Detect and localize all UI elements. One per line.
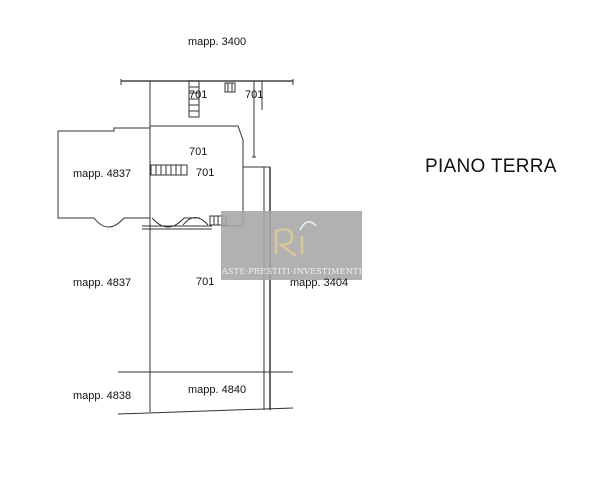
logo-icon	[274, 221, 317, 257]
watermark-box	[221, 211, 362, 280]
label-mapp-4837-mid: mapp. 4837	[73, 277, 131, 289]
labels: mapp. 3400 701 701 701 701 mapp. 4837 ma…	[73, 36, 557, 402]
label-mapp-4840: mapp. 4840	[188, 384, 246, 396]
label-701-a: 701	[189, 89, 207, 101]
building-outline	[57, 125, 244, 230]
label-701-c: 701	[189, 146, 207, 158]
label-701-b: 701	[245, 89, 263, 101]
watermark-text: ASTE·PRESTITI·INVESTIMENTI	[221, 267, 362, 276]
label-mapp-3400: mapp. 3400	[188, 36, 246, 48]
label-mapp-3404: mapp. 3404	[290, 277, 348, 289]
watermark: ASTE·PRESTITI·INVESTIMENTI	[221, 211, 362, 280]
floor-title: PIANO TERRA	[425, 156, 557, 177]
label-701-e: 701	[196, 276, 214, 288]
lot-lines	[149, 81, 271, 412]
lower-boundaries	[117, 371, 294, 415]
top-stair	[188, 80, 263, 158]
label-mapp-4837-top: mapp. 4837	[73, 168, 131, 180]
top-boundary	[120, 79, 294, 85]
label-701-d: 701	[196, 167, 214, 179]
label-mapp-4838: mapp. 4838	[73, 390, 131, 402]
